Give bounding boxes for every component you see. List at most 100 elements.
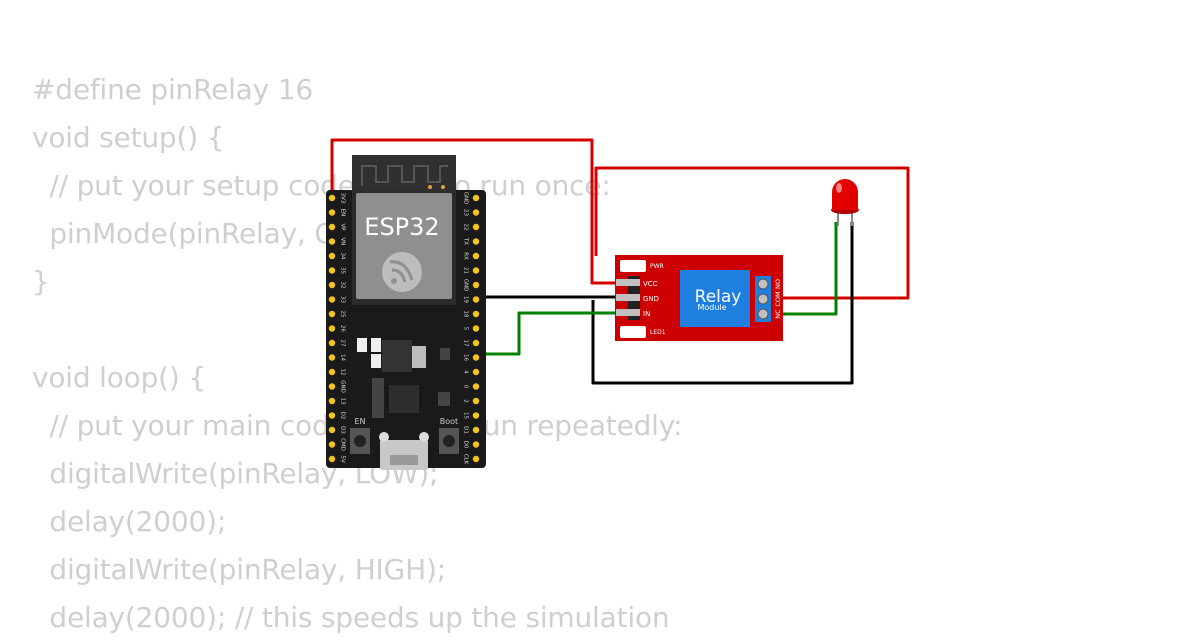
esp32-left-pin-header: 3V3ENVPVN343532332526271412GND13D2D3CMD5… [328,193,346,463]
code-line: void loop() { [32,361,206,394]
esp32-pin-label: 2 [463,399,469,403]
esp32-pin-label: RX [463,252,469,260]
esp32-pin-right-18[interactable] [472,455,480,463]
esp32-pin-left-2[interactable] [328,223,336,231]
esp32-pin-left-4[interactable] [328,252,336,260]
esp32-pin-right-10[interactable] [472,339,480,347]
esp32-pin-label: GND [463,192,469,205]
esp32-pin-left-5[interactable] [328,267,336,274]
esp32-board[interactable]: ESP32 3V3ENVPVN343532332526271412GND13D2… [326,155,486,470]
esp32-pin-left-14[interactable] [328,397,336,405]
esp32-pin-right-14[interactable] [472,397,480,405]
esp32-pin-right-11[interactable] [472,354,480,361]
relay-pwr-led [620,260,646,272]
esp32-pin-left-1[interactable] [328,209,336,216]
usb-port[interactable] [379,432,429,470]
esp32-pin-label: 15 [463,412,469,419]
wire-red-led[interactable] [594,166,910,300]
esp32-pin-label: 23 [463,209,469,216]
esp32-pin-right-0[interactable] [472,194,480,202]
relay-pin-vcc: VCC [643,280,658,288]
esp32-pin-right-7[interactable] [472,296,480,303]
esp32-pin-right-12[interactable] [472,368,480,376]
esp32-pin-label: 19 [463,296,469,303]
relay-led1-label: LED1 [650,329,666,336]
relay-terminal-label: NC [774,309,782,319]
red-led[interactable] [831,179,859,226]
esp32-pin-left-8[interactable] [328,310,336,318]
code-line: digitalWrite(pinRelay, HIGH); [32,553,446,586]
esp32-pin-right-16[interactable] [472,426,480,434]
wires [330,138,910,385]
esp32-pin-left-17[interactable] [328,441,336,448]
esp32-pin-right-8[interactable] [472,310,480,318]
code-line: void setup() { [32,121,225,154]
code-line: delay(2000); [32,505,227,538]
esp32-pin-label: 18 [463,311,469,318]
esp32-pin-right-2[interactable] [472,223,480,231]
esp32-pin-left-18[interactable] [328,455,336,463]
code-line: delay(2000); // this speeds up the simul… [32,601,670,634]
esp32-pin-label: 5V [340,455,346,462]
esp32-pin-left-10[interactable] [328,339,336,347]
esp32-pin-label: VN [340,238,346,246]
wire-green-led[interactable] [766,222,838,316]
esp32-pin-right-17[interactable] [472,441,480,448]
esp32-pin-label: 35 [340,267,346,274]
esp32-pin-left-6[interactable] [328,281,336,289]
antenna-trace [361,165,448,186]
esp32-pin-label: VP [340,223,346,231]
esp32-pin-right-9[interactable] [472,325,480,332]
relay-title: Relay [695,287,742,307]
wire-black-led[interactable] [591,222,854,385]
relay-box [680,270,750,327]
esp32-pin-right-1[interactable] [472,209,480,216]
esp32-pin-left-0[interactable] [328,194,336,202]
esp32-pin-right-15[interactable] [472,412,480,419]
esp32-pin-label: 16 [463,354,469,361]
esp32-pin-label: 14 [340,354,346,361]
esp32-pin-left-16[interactable] [328,426,336,434]
esp32-pin-right-4[interactable] [472,252,480,260]
relay-terminal-label: NO [774,279,782,289]
esp32-pin-label: 12 [340,369,346,376]
esp32-pin-left-12[interactable] [328,368,336,376]
relay-subtitle: Module [697,303,726,312]
relay-terminal-labels: NO COM NC [774,279,782,319]
esp32-pin-left-15[interactable] [328,412,336,419]
relay-pin-in: IN [643,310,650,318]
usb-chip [389,385,419,413]
esp32-pin-label: 21 [463,267,469,274]
wire-red-vcc[interactable] [330,138,620,285]
esp32-pin-left-9[interactable] [328,325,336,332]
en-label: EN [354,417,365,426]
esp32-pin-right-6[interactable] [472,281,480,289]
esp32-title: ESP32 [364,213,439,241]
relay-led1 [620,326,646,338]
esp32-pin-right-3[interactable] [472,238,480,245]
esp32-pin-label: D2 [340,412,346,420]
esp32-pin-label: CLK [463,454,469,465]
esp32-pin-label: 22 [463,224,469,231]
esp32-pin-left-3[interactable] [328,238,336,245]
esp32-pin-label: 17 [463,340,469,347]
relay-pwr-label: PWR [650,263,664,270]
esp32-pin-right-5[interactable] [472,267,480,274]
relay-terminal-label: COM [774,291,782,306]
esp32-pin-left-7[interactable] [328,296,336,303]
esp32-pin-label: 27 [340,340,346,347]
relay-module[interactable]: PWR LED1 VCC GND IN Relay Module NO COM NC [615,255,783,341]
esp32-pin-label: CMD [340,438,346,451]
esp32-pin-label: D1 [463,426,469,434]
esp32-pin-label: 4 [463,370,469,374]
esp32-pin-right-13[interactable] [472,383,480,390]
relay-pin-gnd: GND [643,295,659,303]
wire-green-in[interactable] [476,311,620,356]
esp32-pin-label: 13 [340,398,346,405]
esp32-pin-left-11[interactable] [328,354,336,361]
esp32-pin-label: TX [463,237,469,245]
esp32-pin-left-13[interactable] [328,383,336,390]
esp32-pin-label: GND [463,279,469,292]
esp32-pin-label: 34 [340,253,346,260]
